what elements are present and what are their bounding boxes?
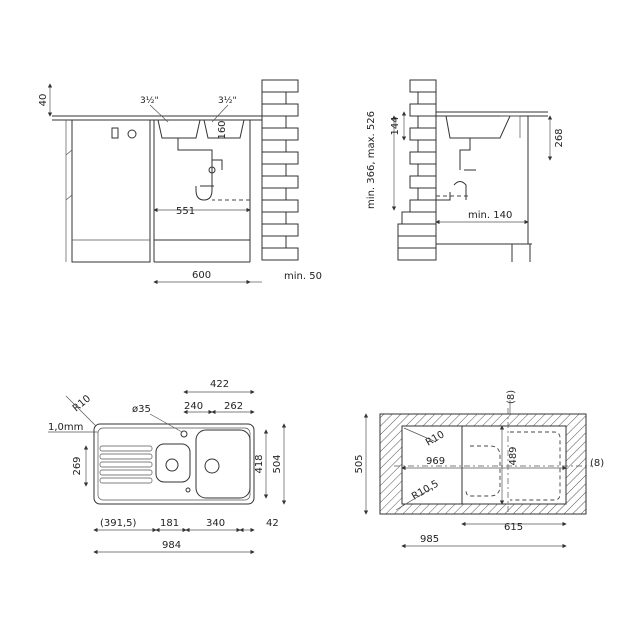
dim-240: 240 xyxy=(184,401,203,412)
dim-8-right: (8) xyxy=(590,458,604,469)
overflow-icon xyxy=(185,487,191,493)
drainer-grooves xyxy=(99,445,153,484)
dim-600: 600 xyxy=(192,270,211,281)
dim-d35: ø35 xyxy=(132,404,151,415)
dim-505: 505 xyxy=(354,454,365,473)
dim-8-top: (8) xyxy=(506,390,517,404)
dim-489: 489 xyxy=(508,446,519,465)
dishwasher-button-icon xyxy=(127,129,137,139)
wall-view: min. 366, max. 526 144 268 min. 140 xyxy=(366,79,565,262)
dim-144: 144 xyxy=(390,116,401,135)
dim-269: 269 xyxy=(72,456,83,475)
dim-504: 504 xyxy=(272,454,283,473)
cutout-view: (8) R10 969 489 (8) 505 R10,5 615 985 xyxy=(354,390,604,549)
small-bowl-drain-icon xyxy=(165,458,179,472)
dim-160: 160 xyxy=(217,120,228,139)
dim-181: 181 xyxy=(160,518,179,529)
dim-615: 615 xyxy=(504,522,523,533)
dim-985: 985 xyxy=(420,534,439,545)
sink-top-view: R10 1,0mm ø35 422 240 262 269 418 504 (3… xyxy=(48,379,287,555)
dim-969: 969 xyxy=(426,456,445,467)
dim-valve-right: 3½" xyxy=(218,96,237,106)
dim-340: 340 xyxy=(206,518,225,529)
side-view: 40 3½" 3½" 160 551 600 min. 50 xyxy=(38,79,322,285)
dim-984: 984 xyxy=(162,540,181,551)
brick-wall-right xyxy=(397,79,437,261)
dim-268: 268 xyxy=(554,128,565,147)
dim-418: 418 xyxy=(254,454,265,473)
brick-wall-left xyxy=(261,79,299,261)
dishwasher-knob-icon xyxy=(111,127,119,139)
dim-40: 40 xyxy=(38,94,49,107)
dim-valve-left: 3½" xyxy=(140,96,159,106)
dim-1mm: 1,0mm xyxy=(48,422,83,433)
dim-551: 551 xyxy=(176,206,195,217)
dim-min-range: min. 366, max. 526 xyxy=(366,111,377,209)
dim-391: (391,5) xyxy=(100,518,137,529)
dim-42: 42 xyxy=(266,518,279,529)
main-bowl-drain-icon xyxy=(204,458,220,474)
dim-min50: min. 50 xyxy=(284,271,322,282)
tap-hole-icon xyxy=(180,430,188,438)
dim-min140: min. 140 xyxy=(468,210,512,221)
dim-262: 262 xyxy=(224,401,243,412)
dim-422: 422 xyxy=(210,379,229,390)
